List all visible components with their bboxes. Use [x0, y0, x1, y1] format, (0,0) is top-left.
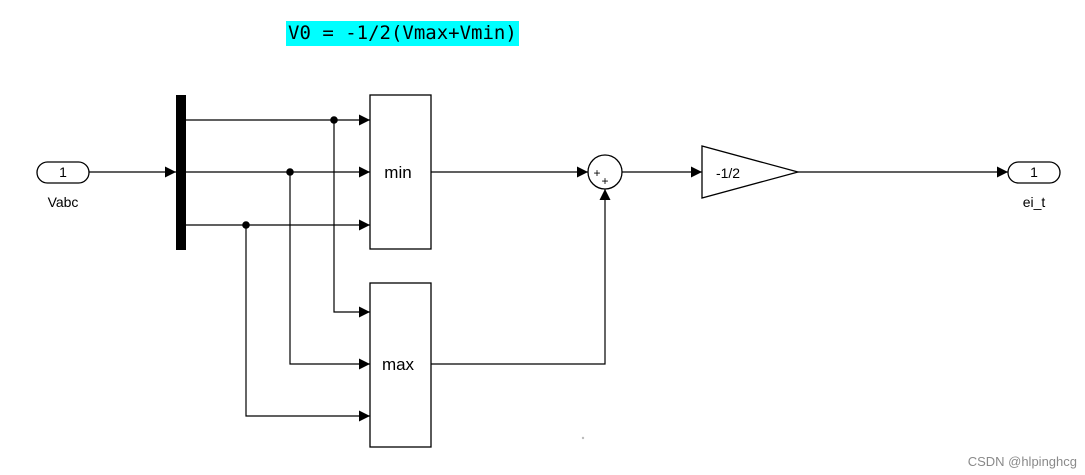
inport-number: 1 — [59, 164, 67, 180]
demux-block[interactable] — [176, 95, 186, 250]
wire-a-to-max — [333, 120, 370, 318]
gain-block-label: -1/2 — [716, 165, 740, 181]
inport-label: Vabc — [48, 194, 79, 210]
wire-max-to-sum — [431, 189, 611, 365]
stray-dot — [581, 436, 585, 440]
equation-annotation: V0 = -1/2(Vmax+Vmin) — [286, 21, 519, 46]
sum-sign-bottom: + — [601, 174, 608, 188]
sum-sign-left: + — [593, 166, 600, 180]
branch-point — [242, 221, 250, 229]
branch-point — [286, 168, 294, 176]
outport-label: ei_t — [1023, 194, 1046, 210]
branch-points — [242, 116, 338, 229]
min-block[interactable]: min — [369, 94, 432, 250]
outport-number: 1 — [1030, 164, 1038, 180]
inport-vabc[interactable]: 1 Vabc — [36, 161, 90, 210]
watermark: CSDN @hlpinghcg — [967, 454, 1077, 469]
gain-block[interactable]: -1/2 — [701, 145, 801, 199]
min-block-label: min — [384, 163, 411, 182]
wire-b-to-max — [289, 172, 370, 370]
max-block[interactable]: max — [369, 282, 432, 448]
sum-block[interactable]: + + — [587, 154, 623, 190]
max-block-label: max — [382, 355, 415, 374]
outport-ei-t[interactable]: 1 ei_t — [1007, 161, 1061, 210]
wire-c-to-max — [245, 225, 370, 422]
signal-lines — [89, 114, 1008, 422]
branch-point — [330, 116, 338, 124]
